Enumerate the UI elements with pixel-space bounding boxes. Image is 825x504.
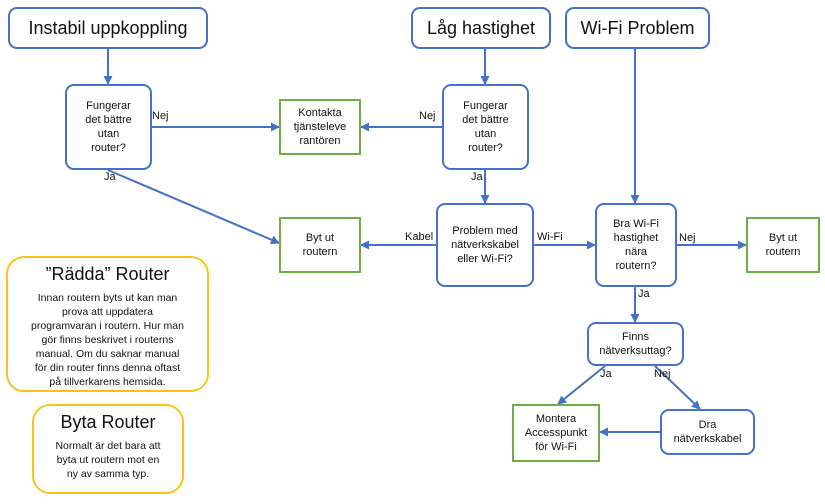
- action-kontakta: Kontakta tjänsteleve rantören: [279, 99, 361, 155]
- decision-finns-natverksuttag: Finns nätverksuttag?: [587, 322, 684, 366]
- edge-label-ja-1: Ja: [104, 171, 116, 183]
- step-dra-natverkskabel: Dra nätverkskabel: [660, 409, 755, 455]
- action-byt-ut-routern-1: Byt ut routern: [279, 217, 361, 273]
- start-instabil-uppkoppling: Instabil uppkoppling: [8, 7, 208, 49]
- decision-bra-wifi: Bra Wi-Fi hastighet nära routern?: [595, 203, 677, 287]
- edge-label-ja-3: Ja: [638, 288, 650, 300]
- action-byt-ut-routern-2: Byt ut routern: [746, 217, 820, 273]
- start-wifi-problem: Wi-Fi Problem: [565, 7, 710, 49]
- edge-label-kabel: Kabel: [405, 231, 434, 243]
- edge-label-ja-2: Ja: [471, 171, 483, 183]
- edge-label-nej-1: Nej: [152, 110, 169, 122]
- decision-problem-med: Problem med nätverkskabel eller Wi-Fi?: [436, 203, 534, 287]
- decision-fungerar-2: Fungerar det bättre utan router?: [442, 84, 529, 170]
- note-radda-title: ”Rädda” Router: [45, 264, 170, 284]
- edge-label-nej-2: Nej: [419, 110, 436, 122]
- decision-fungerar-1: Fungerar det bättre utan router?: [65, 84, 152, 170]
- note-byta-body: Normalt är det bara att byta ut routern …: [55, 440, 161, 480]
- note-radda-router: ”Rädda” Router Innan routern byts ut kan…: [6, 256, 209, 392]
- edge-label-nej-4: Nej: [654, 368, 671, 380]
- action-montera-accesspunkt: Montera Accesspunkt för Wi-Fi: [512, 404, 600, 462]
- arrow-finns-ja-montera: [557, 365, 606, 405]
- note-byta-title: Byta Router: [60, 412, 156, 432]
- arrow-finns-nej-dra: [654, 365, 701, 410]
- arrow-fungerar1-ja-byt: [107, 169, 280, 244]
- note-radda-body: Innan routern byts ut kan man prova att …: [31, 292, 184, 388]
- edge-label-wifi: Wi-Fi: [537, 231, 563, 243]
- note-byta-router: Byta Router Normalt är det bara att byta…: [32, 404, 184, 494]
- start-lag-hastighet: Låg hastighet: [411, 7, 551, 49]
- edge-label-ja-4: Ja: [600, 368, 612, 380]
- edge-label-nej-3: Nej: [679, 232, 696, 244]
